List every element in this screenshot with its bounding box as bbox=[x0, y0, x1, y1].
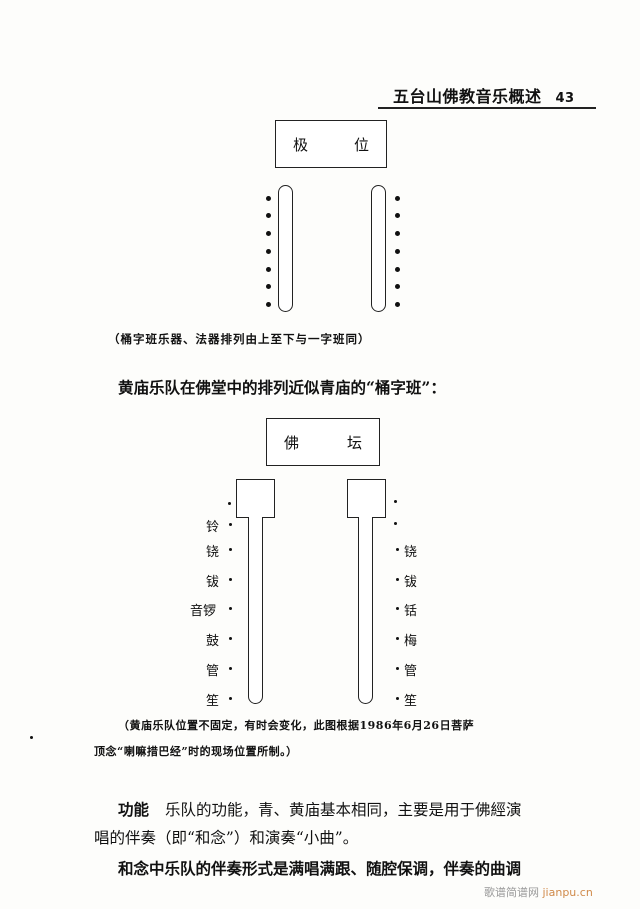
right-label: 铦 bbox=[404, 604, 418, 619]
left-row-tube-1 bbox=[278, 185, 293, 312]
left-label: 音锣 bbox=[190, 604, 217, 619]
left-head-box bbox=[236, 479, 275, 518]
paragraph-line1-text: 乐队的功能，青、黄庙基本相同，主要是用于佛經演 bbox=[165, 801, 522, 819]
left-label: 铃 bbox=[206, 520, 220, 535]
watermark: 歌谱简谱网 jianpu.cn bbox=[484, 884, 593, 900]
intro-sentence: 黄庙乐队在佛堂中的排列近似青庙的“桶字班”： bbox=[118, 378, 446, 397]
left-label: 鼓 bbox=[206, 634, 220, 649]
left-label: 钹 bbox=[206, 575, 220, 590]
paragraph-line2: 唱的伴奏（即“和念”）和演奏“小曲”。 bbox=[94, 829, 359, 847]
left-row-tube-2 bbox=[248, 517, 263, 704]
left-top-dot bbox=[228, 502, 231, 505]
right-label: 梅 bbox=[404, 634, 418, 649]
box2-label-left: 佛 bbox=[284, 433, 300, 452]
altar-box-1: 极 位 bbox=[275, 120, 387, 168]
box2-label-right: 坛 bbox=[346, 433, 362, 452]
right-label: 铙 bbox=[404, 545, 418, 560]
diagram2-caption-line1: （黄庙乐队位置不固定，有时会变化，此图根据1986年6月26日菩萨 bbox=[118, 719, 475, 732]
right-head-box bbox=[347, 479, 386, 518]
box1-label-right: 位 bbox=[353, 135, 369, 154]
watermark-cn: 歌谱简谱网 bbox=[484, 886, 539, 899]
right-label: 管 bbox=[404, 664, 418, 679]
diagram1-caption: （桶字班乐器、法器排列由上至下与一字班同） bbox=[108, 332, 371, 346]
header-rule bbox=[378, 107, 596, 109]
left-label: 笙 bbox=[206, 694, 220, 709]
right-label: 钹 bbox=[404, 575, 418, 590]
right-top-dot bbox=[394, 500, 397, 503]
right-row-tube-1 bbox=[371, 185, 386, 312]
section-heading: 功能 bbox=[118, 801, 150, 819]
page-number: 43 bbox=[555, 91, 575, 106]
right-label: 笙 bbox=[404, 694, 418, 709]
paragraph-line1: 功能乐队的功能，青、黄庙基本相同，主要是用于佛經演 bbox=[118, 798, 522, 820]
left-label: 铙 bbox=[206, 545, 220, 560]
left-label: 管 bbox=[206, 664, 220, 679]
paragraph-line3: 和念中乐队的伴奏形式是满唱满跟、随腔保调，伴奏的曲调 bbox=[118, 859, 522, 878]
running-header: 五台山佛教音乐概述 43 bbox=[393, 83, 578, 107]
watermark-en: jianpu.cn bbox=[542, 886, 593, 899]
speck bbox=[30, 736, 33, 739]
right-row-tube-2 bbox=[358, 517, 373, 704]
diagram2-caption-line2: 顶念“喇嘛措巴经”时的现场位置所制。） bbox=[94, 745, 298, 758]
book-title: 五台山佛教音乐概述 bbox=[393, 87, 542, 106]
box1-label-left: 极 bbox=[293, 135, 309, 154]
altar-box-2: 佛 坛 bbox=[266, 418, 380, 466]
right-top-dot-2 bbox=[394, 522, 397, 525]
